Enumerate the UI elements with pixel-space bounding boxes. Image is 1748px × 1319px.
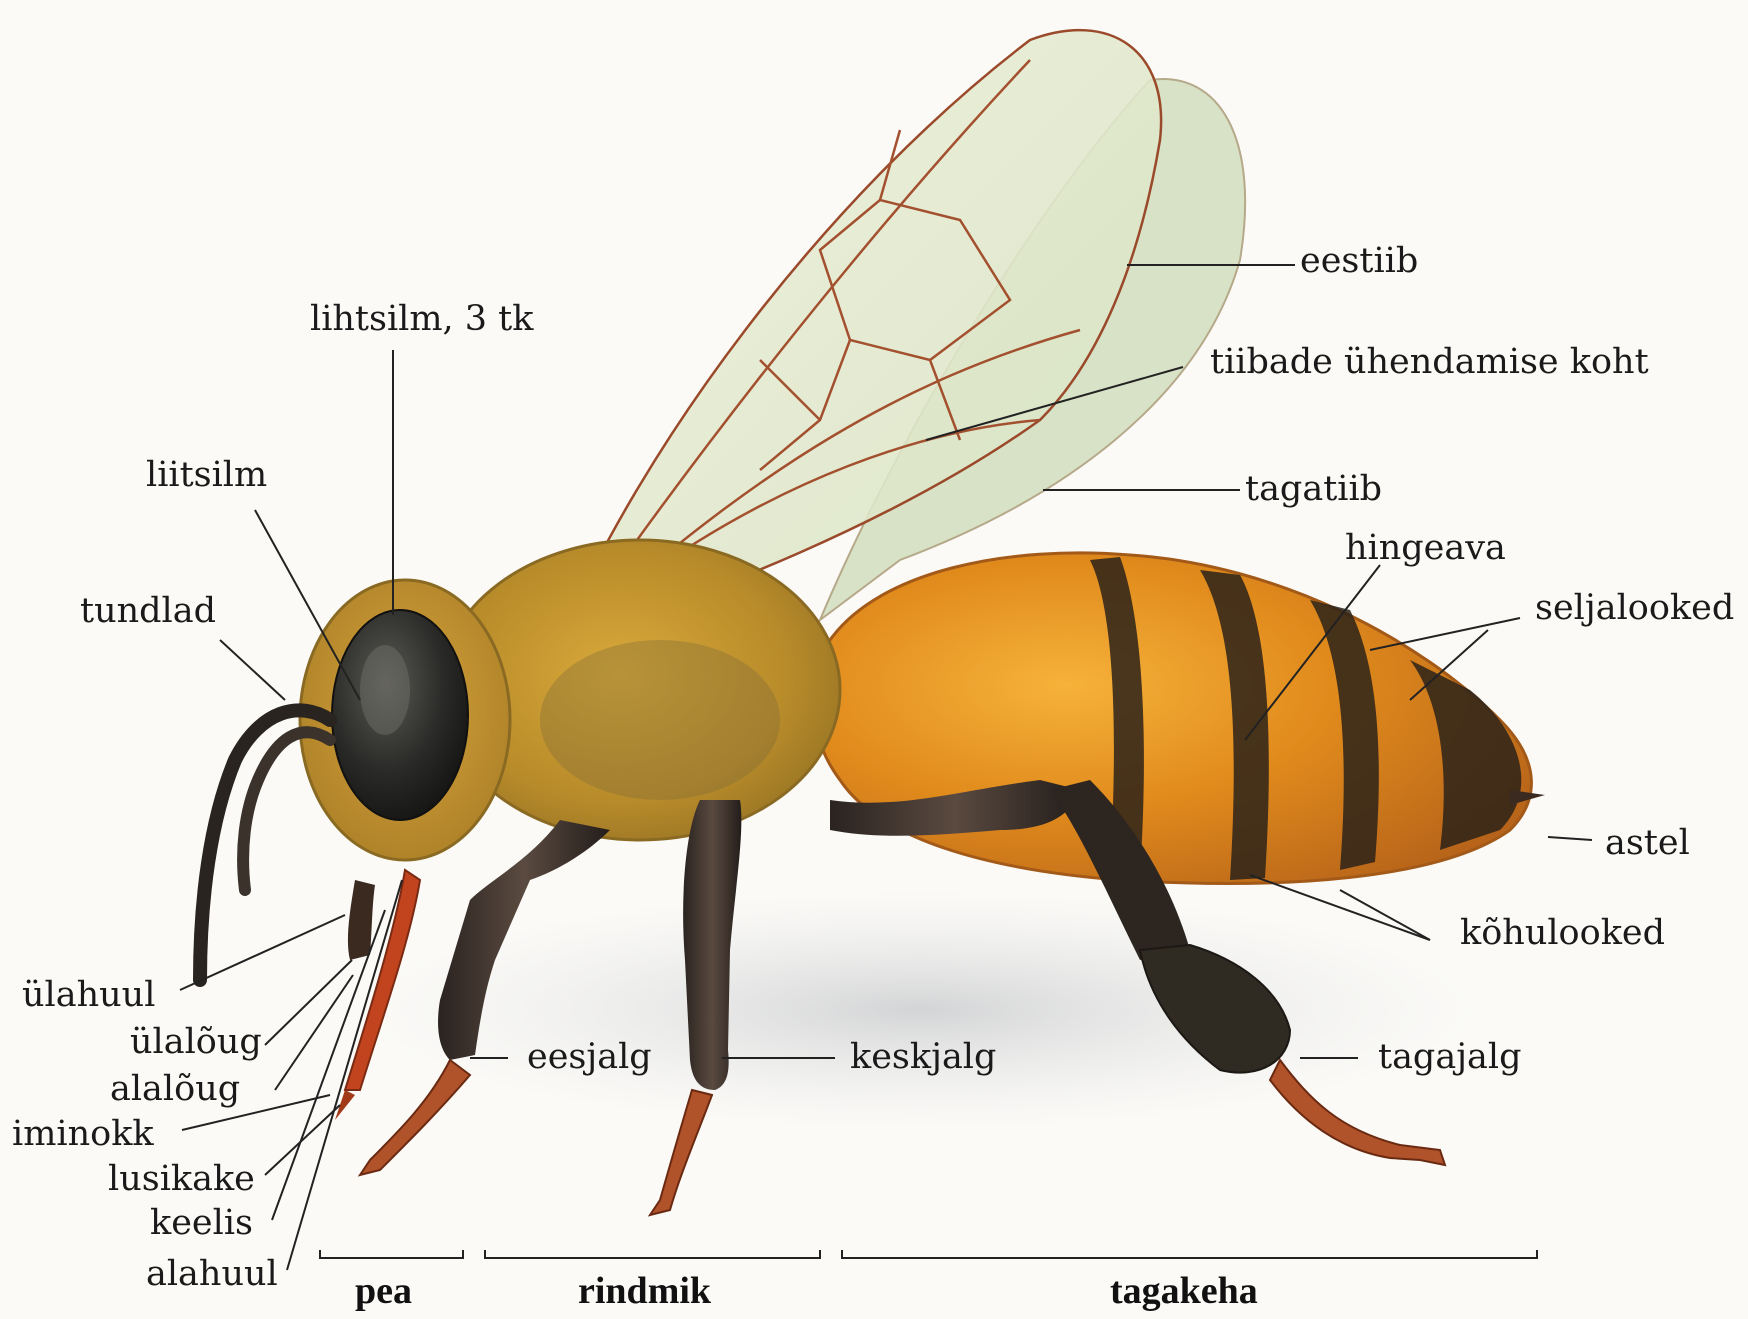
- section-pea: pea: [355, 1272, 412, 1310]
- label-ulaloug: ülalõug: [130, 1025, 262, 1060]
- label-kohulooked: kõhulooked: [1460, 916, 1665, 951]
- label-iminokk: iminokk: [12, 1117, 154, 1152]
- label-lihtsilm: lihtsilm, 3 tk: [310, 302, 533, 337]
- label-liitsilm: liitsilm: [146, 458, 267, 493]
- label-eesjalg: eesjalg: [527, 1040, 652, 1075]
- label-tagajalg: tagajalg: [1378, 1040, 1522, 1075]
- label-alaloug: alalõug: [110, 1072, 240, 1107]
- label-hingeava: hingeava: [1345, 531, 1506, 566]
- eye-highlight: [360, 645, 410, 735]
- section-rindmik: rindmik: [578, 1272, 711, 1310]
- label-keskjalg: keskjalg: [850, 1040, 996, 1075]
- label-ulahuul: ülahuul: [22, 978, 155, 1013]
- label-eestiib: eestiib: [1300, 244, 1418, 279]
- label-seljalooked: seljalooked: [1535, 591, 1734, 626]
- label-keelis: keelis: [150, 1206, 253, 1241]
- front-tarsus: [360, 1060, 470, 1175]
- cast-shadow: [360, 890, 1480, 1130]
- label-tiibade-uhendamise-koht: tiibade ühendamise koht: [1210, 345, 1649, 380]
- section-tagakeha: tagakeha: [1110, 1272, 1258, 1310]
- label-tagatiib: tagatiib: [1245, 472, 1382, 507]
- label-alahuul: alahuul: [146, 1257, 278, 1292]
- label-astel: astel: [1605, 826, 1690, 861]
- section-brackets: [320, 1250, 1537, 1258]
- label-lusikake: lusikake: [108, 1162, 255, 1197]
- thorax-shading: [540, 640, 780, 800]
- label-tundlad: tundlad: [80, 594, 216, 629]
